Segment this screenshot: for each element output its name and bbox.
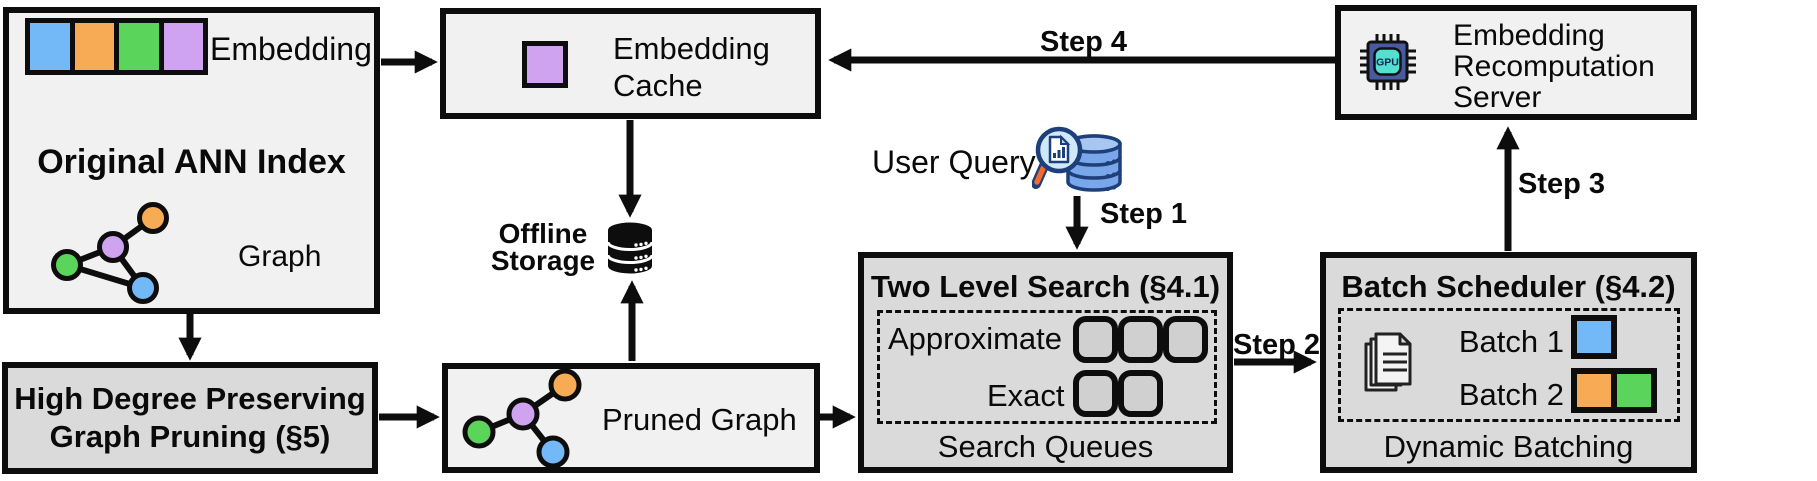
step1-label: Step 1 [1100,198,1188,230]
batch2-squares [1571,368,1657,413]
approximate-label: Approximate [888,321,1063,356]
batch1-square-blue [1571,315,1617,359]
search-queues-label: Search Queues [937,429,1154,464]
server-label: Embedding Recomputation Server [1453,20,1655,113]
batch1-label: Batch 1 [1458,324,1564,359]
approximate-queue-row [1073,316,1208,363]
queue-slot [1073,370,1118,417]
embedding-cell-orange [74,23,114,70]
pruning-title-line2: Graph Pruning (§5) [49,419,331,454]
embedding-cell-purple [163,23,203,70]
batch-scheduler-title: Batch Scheduler (§4.2) [1341,269,1676,304]
offline-storage-line1: Offline [498,218,588,249]
server-label-line1: Embedding [1453,19,1605,52]
step2-label: Step 2 [1233,329,1321,361]
server-label-line3: Server [1453,81,1542,114]
batch2-label: Batch 2 [1458,377,1564,412]
embedding-cache-box: Embedding Cache [440,8,821,119]
pruned-graph-label: Pruned Graph [602,402,797,437]
queue-slot [1118,370,1163,417]
recomputation-server-box: GPU Embedding Recomputation Server [1335,5,1697,120]
batch2-square-orange [1571,368,1617,413]
queue-slot [1163,316,1208,363]
step3-label: Step 3 [1518,168,1606,200]
queue-slot [1118,316,1163,363]
step4-label: Step 4 [1040,26,1128,58]
exact-label: Exact [987,378,1065,413]
cached-embedding-square [522,41,568,88]
embedding-cache-label: Embedding Cache [613,30,770,104]
graph-label: Graph [238,240,322,273]
embedding-cache-line1: Embedding [613,31,770,66]
graph-pruning-box: High Degree Preserving Graph Pruning (§5… [2,362,378,474]
pruned-graph-icon [462,369,582,469]
two-level-search-title: Two Level Search (§4.1) [870,269,1221,304]
database-icon [606,222,654,274]
offline-storage-line2: Storage [490,245,596,276]
queue-slot [1073,316,1118,363]
gpu-icon-label: GPU [1376,57,1399,69]
ann-graph-icon [51,202,169,304]
exact-queue-row [1073,370,1163,417]
embedding-cache-line2: Cache [613,68,703,103]
batch2-square-green [1611,368,1657,413]
offline-storage-label: Offline Storage [463,218,623,276]
embedding-cell-blue [30,23,70,70]
dynamic-batching-label: Dynamic Batching [1383,429,1634,464]
pruned-graph-box: Pruned Graph [442,363,820,473]
two-level-search-box: Two Level Search (§4.1) Approximate Exac… [858,252,1233,473]
dynamic-batching-dashed-region [1338,308,1680,422]
gpu-icon: GPU [1360,34,1416,90]
user-query-icon [1032,126,1122,192]
documents-icon [1364,332,1412,392]
user-query-label: User Query [872,144,1036,180]
server-label-line2: Recomputation [1453,50,1655,83]
embedding-cell-green [119,23,159,70]
embedding-strip-label: Embedding [210,31,372,67]
batch-scheduler-box: Batch Scheduler (§4.2) Batch 1 Batch 2 D… [1320,252,1697,473]
pruning-title-line1: High Degree Preserving [14,381,366,416]
search-queues-dashed-region [877,310,1217,424]
original-ann-index-title: Original ANN Index [37,143,346,181]
embedding-strip [25,18,208,75]
original-ann-index-box: Embedding Original ANN Index Graph [3,7,380,314]
